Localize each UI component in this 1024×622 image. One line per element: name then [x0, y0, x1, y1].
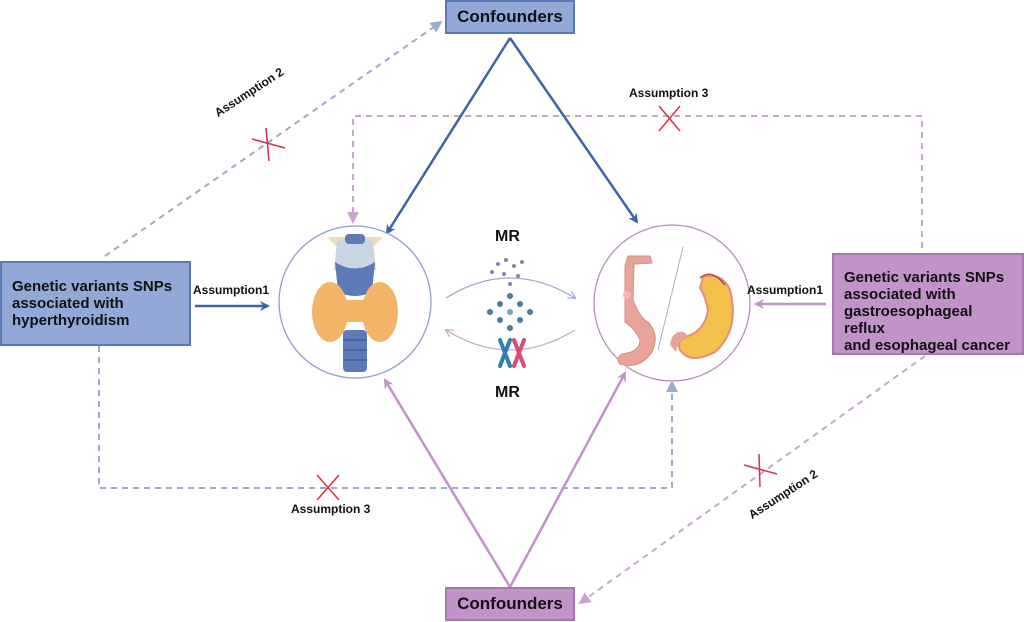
assumption3-top-label: Assumption 3: [629, 86, 709, 100]
population-icon: [487, 293, 533, 331]
mr-backward-arc: [446, 330, 576, 351]
right-box-line-4: and esophageal cancer: [844, 337, 1010, 354]
mr-bottom-label: MR: [495, 384, 520, 401]
bottom-confounders-label: Confounders: [457, 594, 563, 613]
assumption2-right-path: [578, 355, 926, 605]
assumption3-bottom-label: Assumption 3: [291, 502, 371, 516]
left-box-line-1: Genetic variants SNPs: [12, 278, 173, 295]
top-confounder-to-thyroid-arrow: [385, 37, 512, 235]
assumption1-left-label: Assumption1: [193, 283, 270, 297]
right-box-line-3: gastroesophageal reflux: [844, 303, 973, 337]
bottom-confounder-to-esophagus-arrow: [508, 371, 627, 588]
hyperthyroidism-snps-box: Genetic variants SNPs associated with hy…: [0, 261, 191, 346]
cross-assumption3-top-icon: [658, 105, 681, 132]
antibody-icon: [490, 258, 524, 286]
bottom-confounder-to-thyroid-arrow: [383, 378, 512, 588]
assumption2-left-path: [104, 20, 443, 257]
mr-forward-arc: [445, 277, 575, 298]
cross-assumption2-left-icon: [251, 127, 286, 162]
assumption1-right-label: Assumption1: [747, 283, 824, 297]
top-confounder-to-esophagus-arrow: [508, 37, 639, 224]
bottom-confounders-box: Confounders: [445, 587, 575, 621]
chromosome-icon: [498, 338, 526, 368]
assumption3-top-path: [347, 115, 923, 248]
left-box-line-3: hyperthyroidism: [12, 312, 130, 329]
right-box-line-2: associated with: [844, 286, 956, 303]
right-box-line-1: Genetic variants SNPs: [844, 269, 1005, 286]
esophagus-stomach-icon: [617, 246, 734, 366]
gerd-esophageal-cancer-snps-box: Genetic variants SNPs associated with ga…: [832, 253, 1024, 355]
cross-assumption3-bottom-icon: [316, 474, 340, 501]
top-confounders-label: Confounders: [457, 7, 563, 26]
mr-top-label: MR: [495, 228, 520, 245]
assumption3-bottom-path: [98, 346, 678, 489]
thyroid-icon: [312, 234, 398, 372]
cross-assumption2-right-icon: [743, 453, 778, 488]
left-box-line-2: associated with: [12, 295, 124, 312]
top-confounders-box: Confounders: [445, 0, 575, 34]
